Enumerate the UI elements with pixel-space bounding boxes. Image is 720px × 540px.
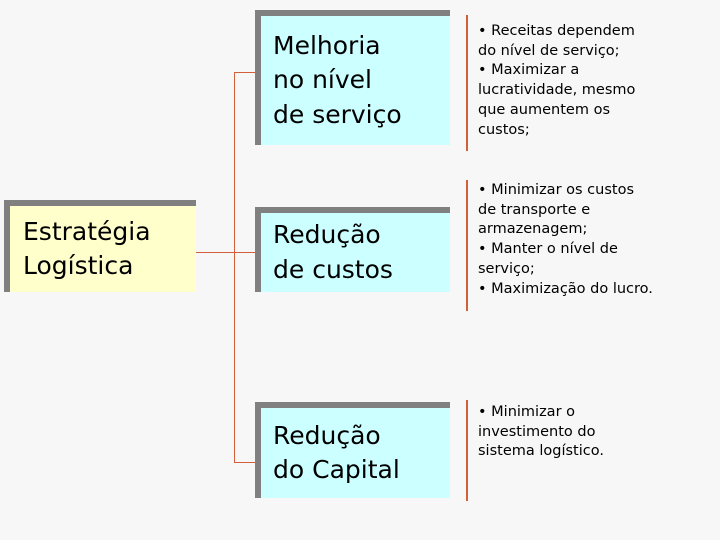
node-face: Redução de custos (261, 213, 450, 292)
node-label: Redução do Capital (273, 420, 400, 485)
node-face: Redução do Capital (261, 408, 450, 498)
note-rule-3 (466, 400, 468, 501)
node-label: Redução de custos (273, 220, 393, 284)
node-root-estrategia-logistica[interactable]: Estratégia Logística (4, 200, 196, 292)
node-branch-reducao-capital[interactable]: Redução do Capital (255, 402, 450, 498)
note-branch-3: • Minimizar o investimento do sistema lo… (478, 404, 604, 460)
note-branch-1: • Receitas dependem do nível de serviço;… (478, 23, 636, 138)
node-face: Melhoria no nível de serviço (261, 16, 450, 145)
connector-branch-1 (234, 72, 262, 73)
note-rule-1 (466, 15, 468, 151)
note-branch-2: • Minimizar os custos de transporte e ar… (478, 182, 653, 297)
node-label: Estratégia Logística (23, 216, 151, 281)
connector-trunk-vertical (234, 72, 235, 463)
node-label: Melhoria no nível de serviço (273, 30, 402, 129)
node-branch-melhoria-nivel-servico[interactable]: Melhoria no nível de serviço (255, 10, 450, 145)
node-face: Estratégia Logística (10, 206, 196, 292)
node-branch-reducao-custos[interactable]: Redução de custos (255, 207, 450, 292)
note-rule-2 (466, 180, 468, 311)
connector-branch-3 (234, 462, 262, 463)
connector-branch-2 (234, 252, 262, 253)
connector-root-stub (196, 252, 235, 253)
